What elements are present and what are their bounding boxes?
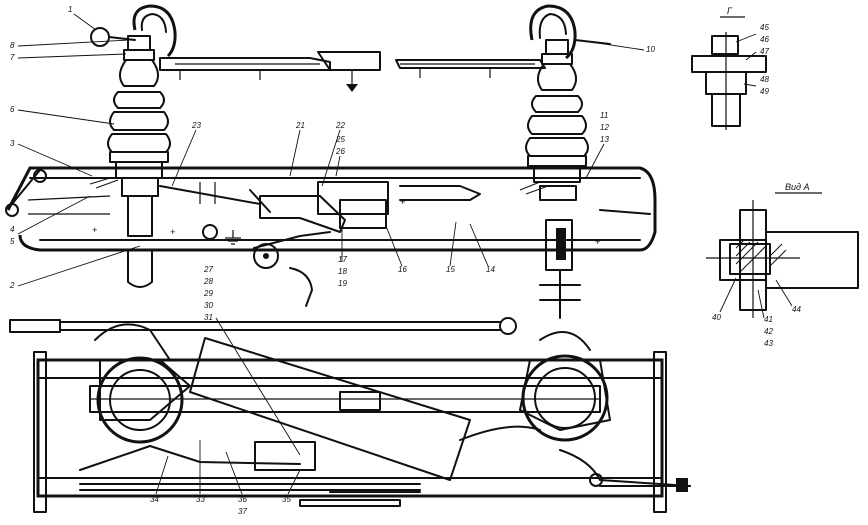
plan-frame (36, 358, 664, 498)
svg-text:+: + (400, 197, 405, 207)
view-a: Вид А (706, 182, 859, 318)
part-label: 16 (398, 265, 407, 274)
detail-g-title: Г (727, 6, 733, 16)
part-label: 2 (9, 281, 15, 290)
svg-text:+: + (92, 225, 97, 235)
part-label: 30 (204, 301, 213, 310)
part-label: 8 (10, 41, 15, 50)
part-label: 49 (760, 87, 769, 96)
frame-hatching (89, 177, 549, 195)
part-label: 14 (486, 265, 495, 274)
part-label: 42 (764, 327, 773, 336)
part-label: 12 (600, 123, 609, 132)
part-label: 37 (238, 507, 247, 516)
plan-blade (189, 337, 471, 481)
part-label: 45 (760, 23, 769, 32)
part-label: 5 (10, 237, 15, 246)
part-label: 29 (203, 289, 213, 298)
part-label: 43 (764, 339, 773, 348)
part-label: 7 (10, 53, 15, 62)
part-label: 47 (760, 47, 769, 56)
drive-mechanism (159, 181, 651, 307)
part-label: 4 (10, 225, 15, 234)
part-label: 6 (10, 105, 15, 114)
left-shaft (121, 177, 159, 288)
part-label: 15 (446, 265, 455, 274)
part-label: 35 (282, 495, 291, 504)
tag-circle (90, 27, 110, 47)
part-label: 11 (600, 111, 608, 120)
part-label: 3 (10, 139, 15, 148)
right-shaft (539, 185, 581, 319)
detail-g: Г (691, 6, 767, 130)
part-label: 22 (335, 121, 345, 130)
part-label: 31 (204, 313, 213, 322)
contact-blades (159, 51, 546, 92)
part-label: 18 (338, 267, 347, 276)
part-label: 46 (760, 35, 769, 44)
part-label: 26 (335, 147, 345, 156)
part-label: 21 (295, 121, 305, 130)
view-a-title: Вид А (785, 182, 810, 192)
plan-view (9, 317, 691, 513)
part-labels: 1 8 7 6 3 4 5 2 23 21 22 25 26 10 11 12 … (9, 5, 801, 516)
part-label: 48 (760, 75, 769, 84)
part-label: 17 (338, 255, 347, 264)
svg-text:+: + (170, 227, 175, 237)
left-arc-horn (132, 4, 177, 58)
part-label: 10 (646, 45, 655, 54)
right-arc-horn (529, 4, 577, 60)
svg-text:+: + (595, 237, 600, 247)
right-insulator (525, 39, 589, 183)
part-label: 1 (68, 5, 72, 14)
part-label: 36 (238, 495, 247, 504)
left-rotor (96, 356, 184, 444)
part-label: 33 (196, 495, 205, 504)
part-label: 25 (335, 135, 345, 144)
part-label: 13 (600, 135, 609, 144)
part-label: 34 (150, 495, 159, 504)
part-label: 28 (203, 277, 213, 286)
part-label: 19 (338, 279, 347, 288)
part-label: 23 (191, 121, 201, 130)
part-label: 41 (764, 315, 773, 324)
elevation-view: + + + + (5, 4, 657, 319)
part-label: 27 (203, 265, 213, 274)
part-label: 40 (712, 313, 721, 322)
part-label: 44 (792, 305, 801, 314)
